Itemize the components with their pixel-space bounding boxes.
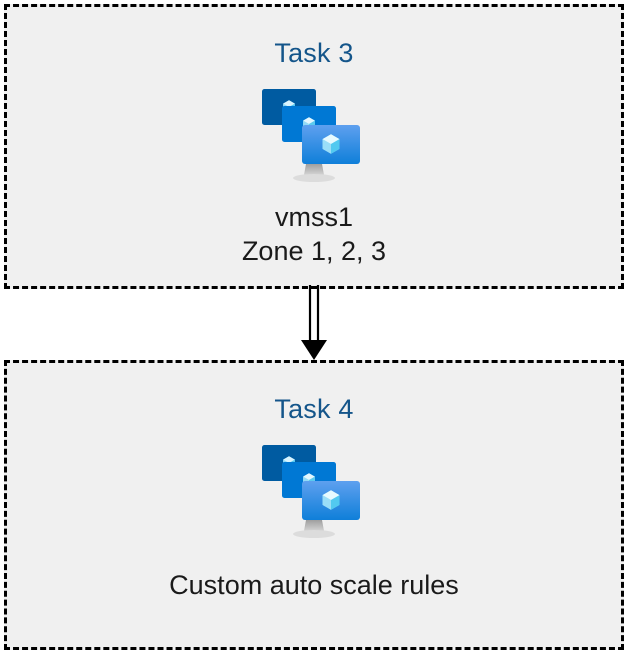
task-caption: Custom auto scale rules	[169, 570, 459, 600]
task-title: Task 4	[274, 394, 354, 424]
task-box-task-3[interactable]: Task 3	[4, 4, 624, 289]
vm-scale-set-icon-svg	[262, 445, 360, 538]
task-caption: vmss1 Zone 1, 2, 3	[241, 202, 387, 266]
vm-scale-set-icon	[254, 81, 374, 186]
vm-scale-set-icon	[254, 437, 374, 542]
vm-scale-set-icon-svg	[262, 89, 360, 182]
task-title: Task 3	[274, 38, 354, 68]
double-line-down-arrow	[297, 285, 331, 363]
arrow-svg	[301, 285, 327, 360]
task-box-task-4[interactable]: Task 4	[4, 360, 624, 650]
